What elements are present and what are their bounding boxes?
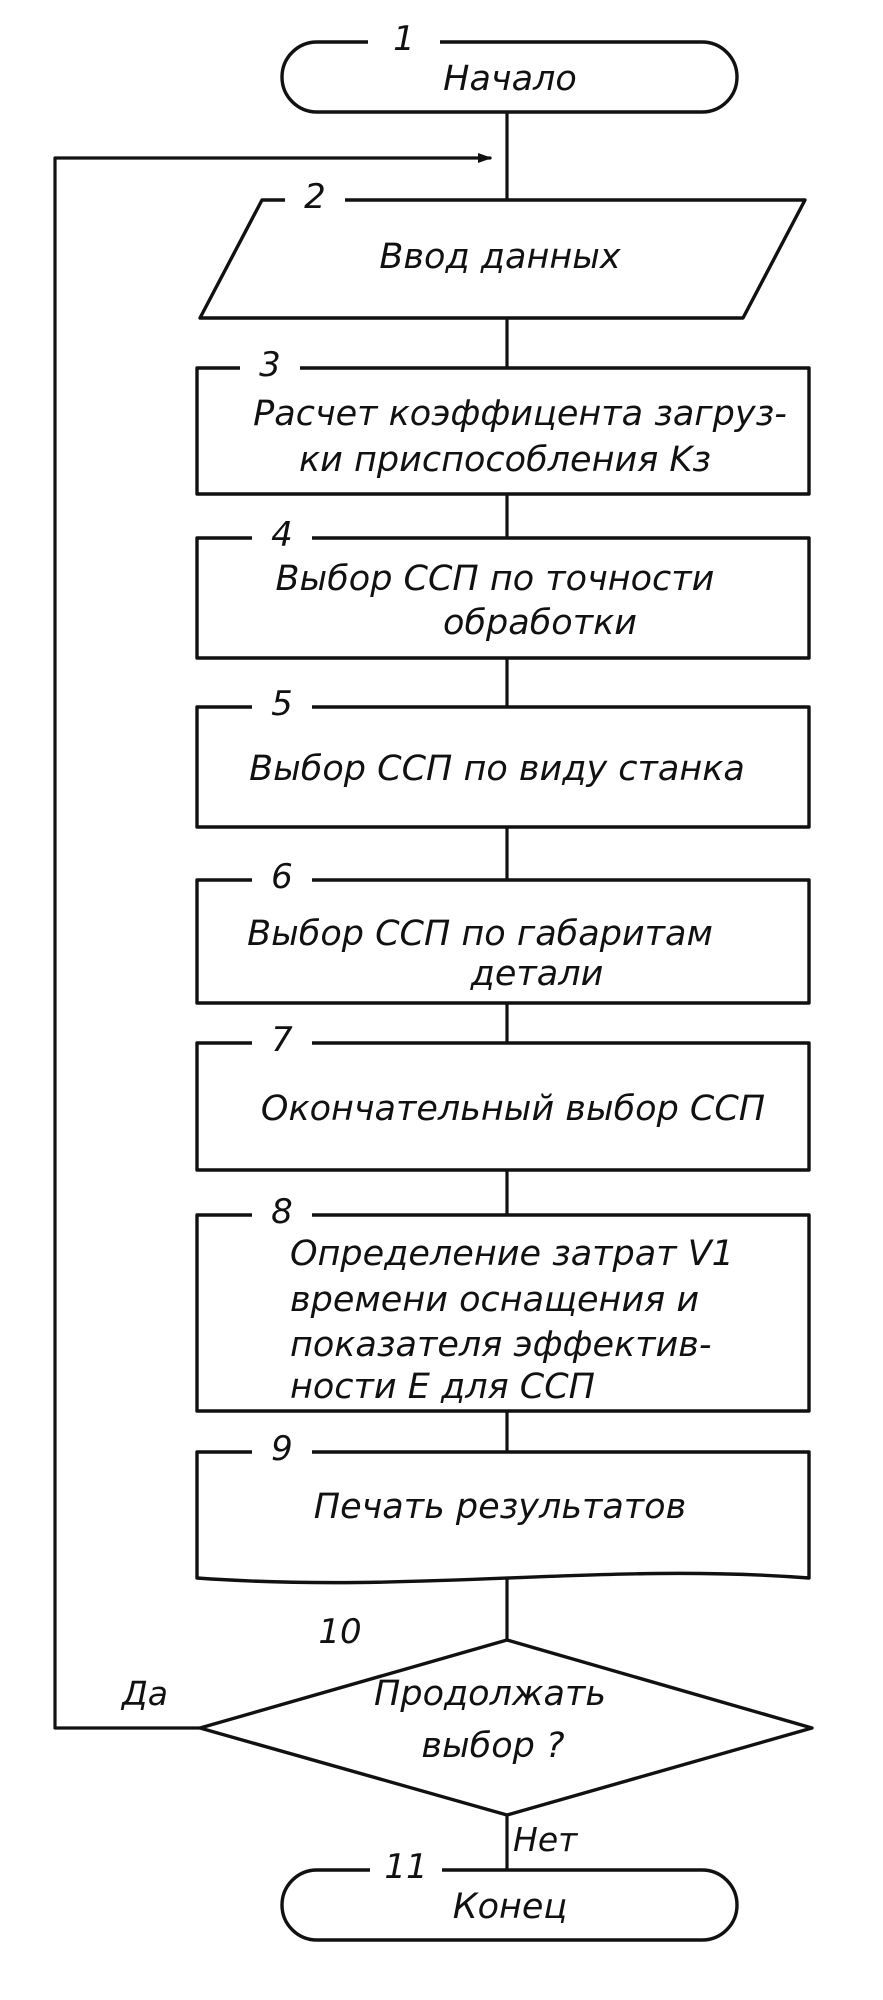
block-text-line-1: Выбор ССП по габаритам [247,914,713,954]
block-text: Конец [453,1887,568,1927]
block-text: Печать результатов [314,1487,686,1527]
number-gap [252,862,312,896]
block-number: 4 [271,515,293,555]
block-text-line-1: Продолжать [374,1674,606,1714]
block-text: Окончательный выбор ССП [261,1089,765,1129]
block-text: Выбор ССП по виду станка [249,749,745,789]
number-gap [368,24,440,58]
block-number: 11 [384,1847,427,1887]
block-number: 2 [304,177,326,217]
loop-back-line [53,153,492,1730]
block-text: Начало [443,59,577,99]
branch-no-label: Нет [513,1820,579,1859]
block-text: Ввод данных [379,237,620,277]
process-box-shape [195,1213,811,1413]
block-text-line-2: выбор ? [421,1726,564,1766]
block-1-start: 1 Начало [280,19,739,114]
block-10-decision: 10 Продолжать выбор ? [198,1612,814,1817]
block-9-output: 9 Печать результатов [195,1429,811,1585]
block-number: 9 [271,1429,293,1469]
block-text-line-3: показателя эффектив- [290,1325,712,1365]
block-text-line-1: Расчет коэффицента загруз- [253,394,787,434]
number-gap [240,350,300,384]
block-2-input: 2 Ввод данных [198,177,807,320]
number-gap [252,1434,312,1468]
block-text-line-1: Определение затрат V1 [290,1234,734,1274]
process-box-shape [195,705,811,829]
block-number: 6 [271,857,293,897]
block-number: 7 [271,1020,293,1060]
number-gap [285,182,345,216]
decision-diamond-shape [198,1638,814,1817]
output-document-shape [195,1450,811,1585]
end-terminal-shape [280,1868,739,1942]
block-number: 1 [393,19,415,59]
number-gap [252,689,312,723]
block-6-process: 6 Выбор ССП по габаритам детали [195,857,811,1005]
block-8-process: 8 Определение затрат V1 времени оснащени… [195,1192,811,1413]
number-gap [252,520,312,554]
block-text-line-2: ки приспособления Kз [299,440,711,480]
process-box-shape [195,366,811,496]
process-box-shape [195,878,811,1005]
block-number: 8 [271,1192,293,1232]
block-number: 5 [271,684,293,724]
block-text-line-1: Выбор ССП по точности [276,559,715,599]
number-gap [252,1197,312,1231]
block-number: 10 [318,1612,361,1652]
block-text-line-2: времени оснащения и [290,1280,699,1320]
start-terminal-shape [280,40,739,114]
branch-yes-label: Да [120,1674,168,1713]
number-gap [252,1025,312,1059]
input-parallelogram-shape [198,198,807,320]
block-text-line-4: ности E для ССП [290,1367,595,1407]
block-11-end: 11 Конец [280,1847,739,1942]
block-3-process: 3 Расчет коэффицента загруз- ки приспосо… [195,345,811,496]
number-gap [370,1852,442,1886]
block-text-line-2: детали [470,954,604,994]
process-box-shape [195,1041,811,1172]
block-5-process: 5 Выбор ССП по виду станка [195,684,811,829]
process-box-shape [195,536,811,660]
block-text-line-2: обработки [443,603,637,643]
block-number: 3 [259,345,281,385]
block-4-process: 4 Выбор ССП по точности обработки [195,515,811,660]
connectors [53,110,509,1872]
block-7-process: 7 Окончательный выбор ССП [195,1020,811,1172]
